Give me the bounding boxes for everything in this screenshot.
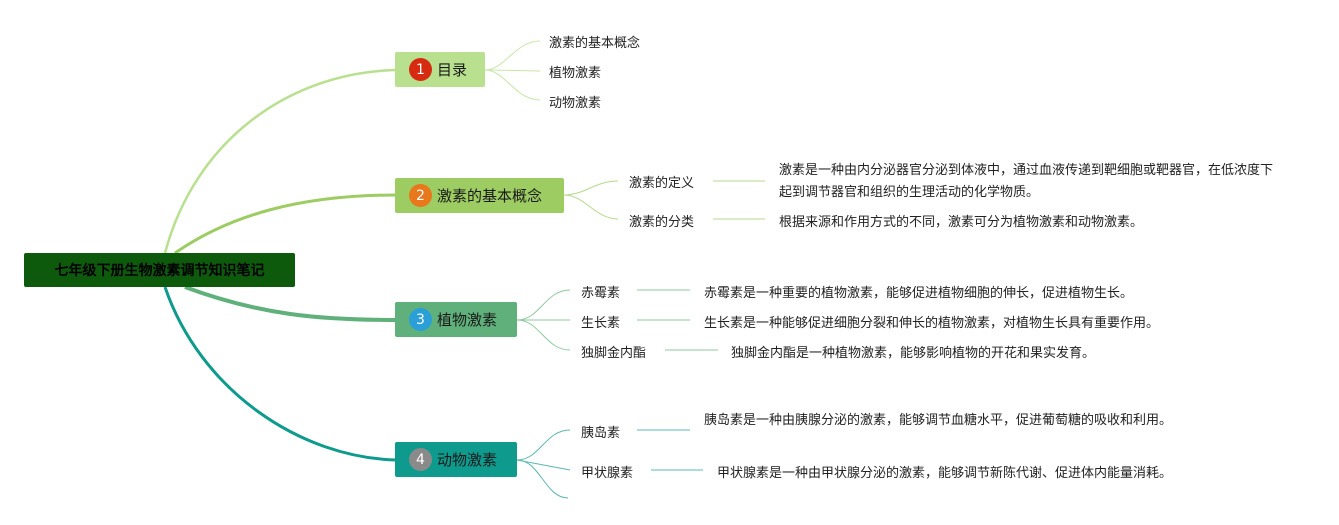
topic-label-text: 胰岛素 — [581, 426, 621, 441]
root-node[interactable]: 七年级下册生物激素调节知识笔记 — [24, 253, 295, 287]
topic-label-text: 赤霉素 — [581, 286, 621, 301]
link-b1-item3 — [484, 69, 541, 101]
link-b1-item2 — [484, 69, 541, 72]
badge-number: 1 — [416, 61, 425, 78]
topic-description-text: 胰岛素是一种由胰腺分泌的激素，能够调节血糖水平，促进葡萄糖的吸收和利用。 — [704, 413, 1173, 428]
link-b2-item1 — [563, 180, 619, 196]
topic-label-text: 激素的分类 — [629, 215, 695, 230]
topic-description: 根据来源和作用方式的不同，激素可分为植物激素和动物激素。 — [779, 211, 1143, 230]
root-title: 七年级下册生物激素调节知识笔记 — [54, 263, 265, 279]
topic-description: 胰岛素是一种由胰腺分泌的激素，能够调节血糖水平，促进葡萄糖的吸收和利用。 — [704, 410, 1194, 432]
topic-label[interactable]: 赤霉素 — [581, 282, 620, 301]
link-b3-item1 — [516, 289, 571, 321]
toc-item-label: 动物激素 — [549, 96, 602, 111]
toc-item-label: 植物激素 — [549, 66, 602, 81]
badge-number: 3 — [416, 311, 425, 328]
topic-label[interactable]: 激素的分类 — [629, 211, 694, 230]
branch-title: 激素的基本概念 — [437, 187, 543, 205]
topic-description: 生长素是一种能够促进细胞分裂和伸长的植物激素，对植物生长具有重要作用。 — [704, 312, 1159, 331]
topic-label[interactable]: 生长素 — [581, 312, 620, 331]
toc-item-label: 激素的基本概念 — [549, 36, 641, 51]
topic-label-text: 甲状腺素 — [581, 466, 634, 481]
topic-label-text: 独脚金内酯 — [581, 346, 647, 361]
topic-description: 甲状腺素是一种由甲状腺分泌的激素，能够调节新陈代谢、促进体内能量消耗。 — [717, 462, 1172, 481]
link-b4-item3 — [516, 459, 569, 499]
topic-label[interactable]: 独脚金内酯 — [581, 342, 646, 361]
topic-description-text: 甲状腺素是一种由甲状腺分泌的激素，能够调节新陈代谢、促进体内能量消耗。 — [717, 466, 1173, 481]
topic-label-text: 激素的定义 — [629, 176, 695, 191]
link-root-branch3 — [184, 285, 398, 322]
topic-description-text: 生长素是一种能够促进细胞分裂和伸长的植物激素，对植物生长具有重要作用。 — [704, 316, 1160, 331]
branch-plant-hormones[interactable]: 3 植物激素 — [395, 302, 517, 337]
link-root-branch4 — [163, 286, 398, 462]
topic-description-text: 独脚金内酯是一种植物激素，能够影响植物的开花和果实发育。 — [731, 346, 1096, 361]
topic-label-text: 生长素 — [581, 316, 621, 331]
badge-number: 4 — [416, 451, 425, 468]
branch-title: 目录 — [437, 61, 468, 79]
topic-description: 赤霉素是一种重要的植物激素，能够促进植物细胞的伸长，促进植物生长。 — [704, 282, 1133, 301]
topic-description: 激素是一种由内分泌器官分泌到体液中，通过血液传递到靶细胞或靶器官，在低浓度下起到… — [779, 160, 1274, 204]
link-root-branch1 — [163, 68, 398, 254]
topic-label[interactable]: 激素的定义 — [629, 172, 694, 191]
toc-item[interactable]: 动物激素 — [549, 92, 601, 111]
topic-label[interactable]: 甲状腺素 — [581, 462, 633, 481]
branch-title: 植物激素 — [437, 311, 498, 329]
topic-description-text: 激素是一种由内分泌器官分泌到体液中，通过血液传递到靶细胞或靶器官，在低浓度下起到… — [779, 163, 1274, 200]
badge-number: 2 — [416, 187, 425, 204]
link-b4-item1 — [516, 429, 571, 461]
branch-basic-concept[interactable]: 2 激素的基本概念 — [395, 178, 564, 213]
branch-animal-hormones[interactable]: 4 动物激素 — [395, 442, 517, 477]
link-b3-item3 — [516, 319, 571, 351]
branch-toc[interactable]: 1 目录 — [395, 52, 485, 87]
number-badge-4-icon: 4 — [409, 448, 432, 471]
topic-label[interactable]: 胰岛素 — [581, 422, 620, 441]
number-badge-1-icon: 1 — [409, 58, 432, 81]
link-root-branch2 — [174, 193, 398, 255]
number-badge-3-icon: 3 — [409, 308, 432, 331]
topic-description-text: 赤霉素是一种重要的植物激素，能够促进植物细胞的伸长，促进植物生长。 — [704, 286, 1134, 301]
link-b2-item2 — [563, 194, 619, 220]
toc-item[interactable]: 激素的基本概念 — [549, 32, 640, 51]
topic-description-text: 根据来源和作用方式的不同，激素可分为植物激素和动物激素。 — [779, 215, 1144, 230]
branch-title: 动物激素 — [437, 451, 498, 469]
number-badge-2-icon: 2 — [409, 184, 432, 207]
toc-item[interactable]: 植物激素 — [549, 62, 601, 81]
link-b1-item1 — [484, 40, 541, 71]
topic-description: 独脚金内酯是一种植物激素，能够影响植物的开花和果实发育。 — [731, 342, 1095, 361]
